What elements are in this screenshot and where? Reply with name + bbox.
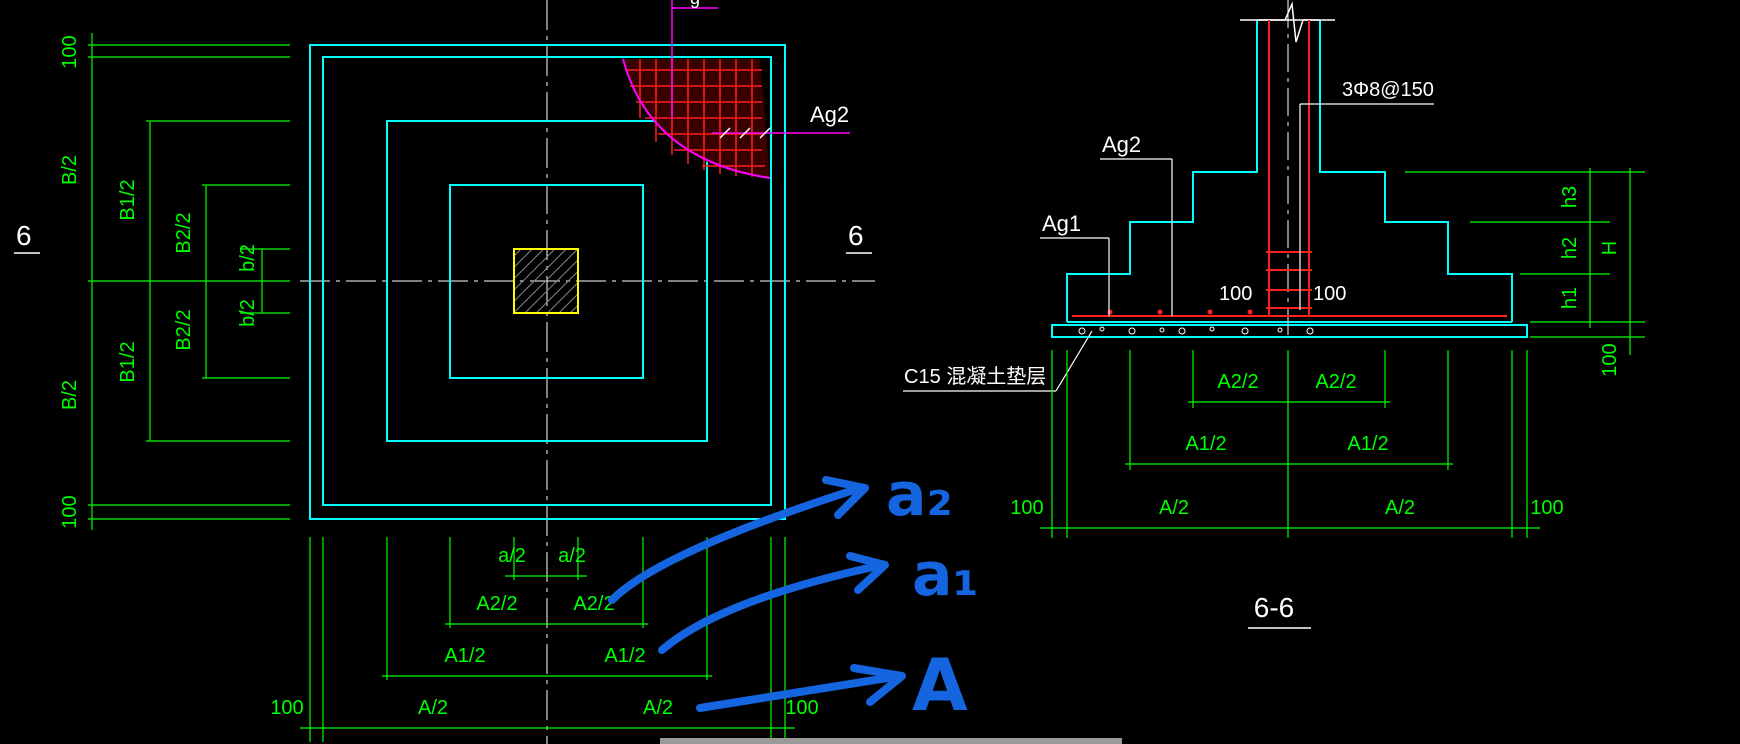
sec-dim-a2-left: A2/2 <box>1217 371 1258 393</box>
sec-dim-100-right: 100 <box>1530 497 1563 519</box>
section-marker-left: 6 <box>16 220 32 251</box>
section-title: 6-6 <box>1254 592 1294 623</box>
dim-left-b1-bottom: B1/2 <box>117 341 139 382</box>
dim-left-b2-top: B2/2 <box>173 212 195 253</box>
dim-bottom-100-left: 100 <box>270 697 303 719</box>
footing-outline-a2 <box>449 184 644 379</box>
handwritten-a1: a₁ <box>912 540 979 610</box>
sec-dim-a1-left: A1/2 <box>1185 433 1226 455</box>
handwritten-annotations: a₂ a₁ A <box>608 460 979 727</box>
plan-view: g Ag2 6 6 100 B/2 B1/2 <box>14 0 875 744</box>
dim-left-b1-top: B1/2 <box>117 179 139 220</box>
arrow-a2 <box>608 484 864 604</box>
section-ag1-label: Ag1 <box>1042 211 1081 236</box>
dim-bottom-a1-left: A1/2 <box>444 645 485 667</box>
dim-left-b-bottom: B/2 <box>59 380 81 410</box>
section-bottom-bar-dots <box>1107 309 1253 315</box>
section-height-dimensions <box>1405 168 1645 355</box>
cover-right-label: 100 <box>1313 283 1346 305</box>
dim-bottom-a-left: A/2 <box>418 697 448 719</box>
rebar-mesh <box>622 0 850 179</box>
footing-outline-a1 <box>386 120 708 442</box>
dim-bottom-a2-left: A2/2 <box>476 593 517 615</box>
dim-bottom-100-right: 100 <box>785 697 818 719</box>
footing-outline-a <box>322 56 772 506</box>
dim-left-b-top: B/2 <box>59 155 81 185</box>
section-view: 3Φ8@150 Ag2 Ag1 100 100 C15 混凝土垫层 h3 h2 … <box>903 0 1645 629</box>
section-marker-right: 6 <box>848 220 864 251</box>
sec-dim-a-right: A/2 <box>1385 497 1415 519</box>
section-outline-right <box>1319 20 1513 322</box>
section-bottom-dimensions <box>1040 350 1540 538</box>
dim-left-100-top: 100 <box>59 35 81 68</box>
stirrup-label: 3Φ8@150 <box>1342 79 1434 101</box>
cushion-label: C15 混凝土垫层 <box>904 365 1046 388</box>
arrow-a <box>696 672 904 712</box>
section-rebar <box>1072 20 1507 317</box>
handwritten-a2: a₂ <box>886 460 953 530</box>
dim-H: H <box>1599 241 1621 255</box>
dim-h2: h2 <box>1559 237 1581 259</box>
dim-bottom-a-half-left: a/2 <box>498 545 526 567</box>
cushion-aggregate <box>1078 326 1314 335</box>
handwritten-A: A <box>912 643 968 727</box>
horizontal-scrollbar[interactable] <box>660 738 1122 744</box>
section-ag2-label: Ag2 <box>1102 132 1141 157</box>
plan-bottom-dimensions <box>300 537 795 742</box>
plan-left-dimensions <box>88 33 290 530</box>
sec-dim-a2-right: A2/2 <box>1315 371 1356 393</box>
section-outline-left <box>1066 20 1258 322</box>
dim-left-bhalf-bottom: b/2 <box>237 299 259 327</box>
dim-bottom-a2-right: A2/2 <box>573 593 614 615</box>
arrow-a1 <box>658 561 886 654</box>
sec-dim-a-left: A/2 <box>1159 497 1189 519</box>
dim-left-b2-bottom: B2/2 <box>173 309 195 350</box>
column-section <box>513 248 579 314</box>
dim-bottom-a1-right: A1/2 <box>604 645 645 667</box>
cushion-outline <box>309 44 786 520</box>
dim-h1: h1 <box>1559 287 1581 309</box>
mesh-bar-label: Ag2 <box>810 102 849 127</box>
dim-left-bhalf-top: b/2 <box>237 244 259 272</box>
dim-bottom-a-right: A/2 <box>643 697 673 719</box>
cover-left-label: 100 <box>1219 283 1252 305</box>
dim-h3: h3 <box>1559 186 1581 208</box>
sec-dim-a1-right: A1/2 <box>1347 433 1388 455</box>
dim-left-100-bottom: 100 <box>59 495 81 528</box>
cushion-layer <box>1051 324 1528 338</box>
sec-dim-100-left: 100 <box>1010 497 1043 519</box>
section-leaders <box>903 103 1434 392</box>
dim-bottom-a-half-right: a/2 <box>558 545 586 567</box>
mesh-leader-label: g <box>690 0 700 8</box>
dim-section-100: 100 <box>1599 343 1621 376</box>
